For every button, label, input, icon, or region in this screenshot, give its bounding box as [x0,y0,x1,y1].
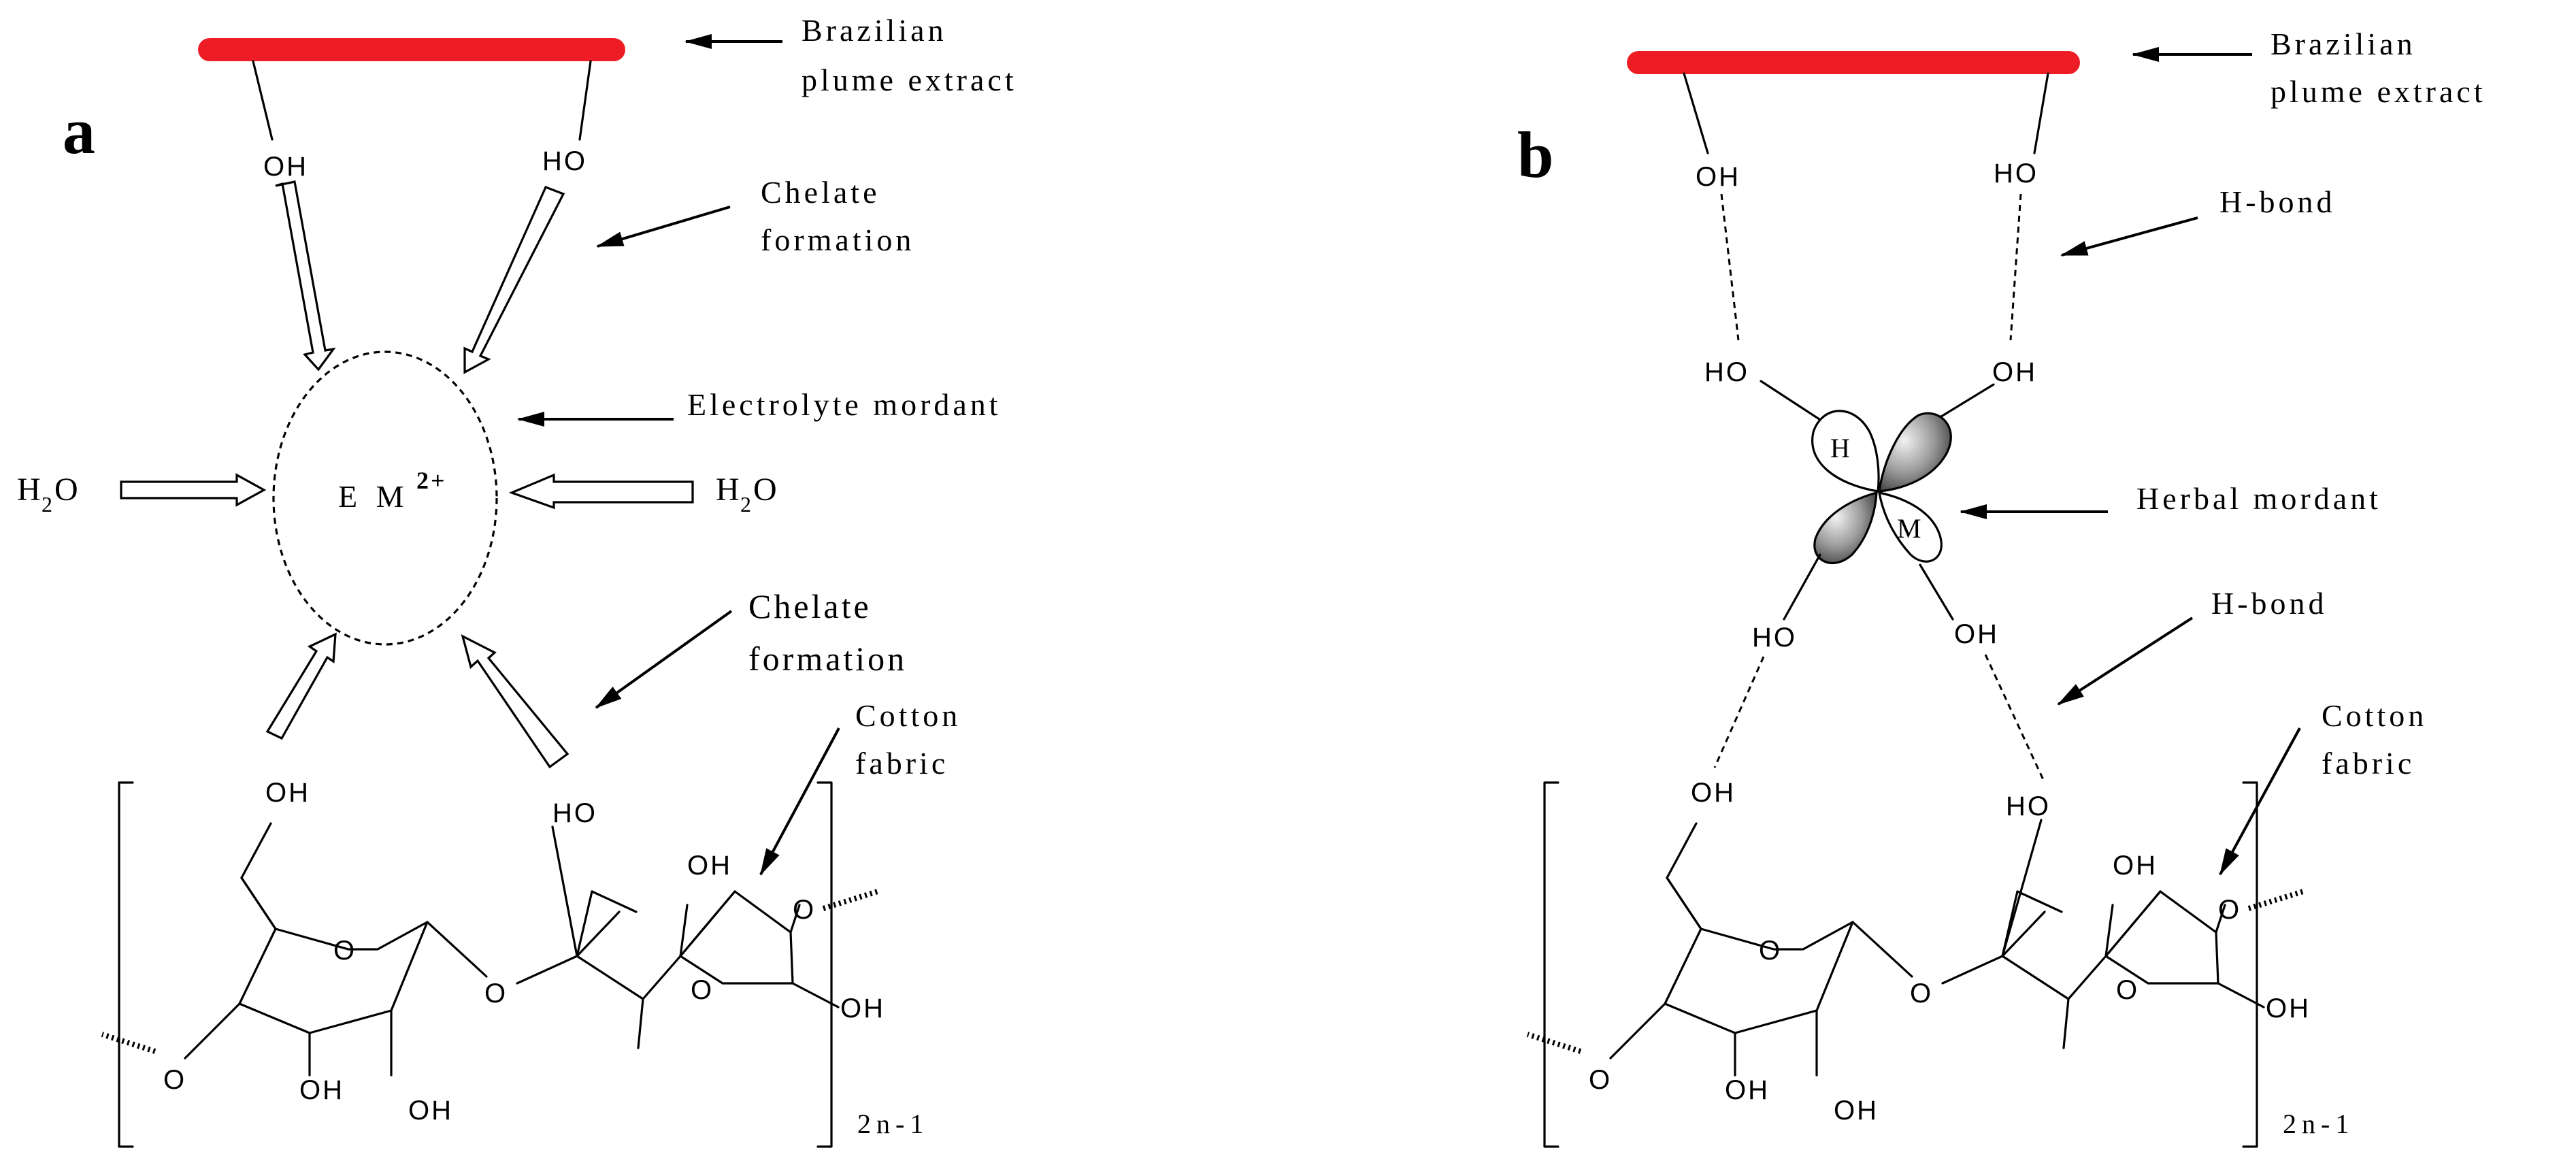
chelate-label-bottom: Chelate formation [748,587,907,678]
repeat-subscript-a: 2n-1 [857,1109,929,1139]
panel-a-label: a [63,95,95,167]
svg-text:Cotton: Cotton [2322,698,2427,733]
cellulose-a: OH HO O O OH O OH OH OH O O 2n-1 [102,778,929,1147]
hbond-label-bottom: H-bond [2211,586,2328,621]
extract-oh-right-a: HO [542,146,587,176]
hollow-arrow-water-left [120,473,267,507]
svg-text:OH: OH [1834,1096,1879,1126]
water-right: H 2 O [716,472,777,516]
svg-text:HO: HO [552,798,597,828]
cotton-label-b: Cotton fabric [2322,698,2427,781]
panel-b: b OH HO Brazilian plume extract H-bond H… [1517,27,2486,1147]
ion-text: E M [338,479,410,514]
extract-label-a: Brazilian plume extract [802,13,1017,97]
svg-text:Herbal mordant: Herbal mordant [2136,481,2381,516]
svg-text:formation: formation [748,640,907,678]
svg-text:O: O [484,979,508,1008]
hbond-bottom-left [1713,656,1765,768]
repeat-subscript-b: 2n-1 [2283,1109,2354,1139]
svg-text:O: O [753,472,777,508]
svg-text:H-bond: H-bond [2219,184,2336,219]
svg-text:Brazilian: Brazilian [802,13,947,48]
svg-text:O: O [54,472,78,508]
svg-text:O: O [793,895,816,925]
cotton-label-a: Cotton fabric [855,698,961,781]
hollow-arrow-cell-left [265,632,337,740]
svg-text:O: O [333,936,357,966]
hbond-top-left [1720,193,1740,341]
svg-text:H: H [716,472,740,508]
mordant-oh-tr: OH [1992,357,2037,387]
svg-text:OH: OH [408,1096,453,1126]
svg-text:OH: OH [687,851,732,881]
hbond-bottom-right [1984,654,2046,783]
hbond-arrow-top [2060,216,2198,257]
extract-oh-right-b: HO [1994,159,2038,188]
svg-text:Cotton: Cotton [855,698,961,733]
svg-text:2: 2 [42,492,52,516]
svg-text:O: O [1910,979,1933,1008]
svg-text:H: H [1830,433,1850,463]
svg-text:OH: OH [1691,778,1736,808]
svg-text:Chelate: Chelate [748,587,872,625]
svg-text:O: O [1759,936,1782,966]
panel-a: a OH HO Brazilian plume extract Chelate … [17,13,1017,1147]
svg-text:M: M [1897,513,1921,544]
svg-text:fabric: fabric [855,746,948,781]
svg-text:plume extract: plume extract [802,63,1017,97]
svg-text:Brazilian: Brazilian [2270,27,2416,61]
extract-oh-left-a: OH [263,152,308,182]
svg-text:plume extract: plume extract [2270,74,2486,109]
svg-text:O: O [163,1065,186,1095]
cotton-arrow-b [2219,727,2301,876]
mordant-oh-br: OH [1954,619,1999,649]
svg-text:O: O [2116,975,2139,1005]
extract-oh-left-b: OH [1696,162,1740,192]
svg-text:OH: OH [299,1075,344,1105]
svg-text:O: O [691,975,714,1005]
svg-text:fabric: fabric [2322,746,2415,781]
hollow-arrow-cell-right [461,634,569,769]
hbond-label-top: H-bond [2219,184,2336,219]
panel-b-label: b [1517,118,1553,191]
mordant-oh-bl: HO [1752,623,1797,653]
hollow-arrow-oh-left [275,180,336,372]
svg-text:O: O [2218,895,2241,925]
electrolyte-mordant-ion [272,350,498,646]
svg-text:OH: OH [2113,851,2158,881]
chelate-arrow-bottom [595,610,733,709]
svg-text:H: H [17,472,41,508]
svg-text:O: O [1589,1065,1612,1095]
hollow-arrow-water-right [508,473,694,510]
ion-charge: 2+ [416,467,447,494]
svg-text:OH: OH [1725,1075,1770,1105]
svg-text:OH: OH [265,778,310,808]
water-left: H 2 O [17,472,78,516]
svg-text:H-bond: H-bond [2211,586,2328,621]
svg-text:2: 2 [740,492,751,516]
cotton-arrow-a [759,727,840,876]
extract-label-b: Brazilian plume extract [2270,27,2486,109]
herbal-label: Herbal mordant [2136,481,2381,516]
svg-text:HO: HO [2006,791,2051,821]
herbal-mordant: H M [1811,410,1952,565]
svg-text:Electrolyte mordant: Electrolyte mordant [687,387,1002,422]
cellulose-b: OH HO O O OH O OH OH OH O O 2n-1 [1528,778,2354,1147]
hbond-arrow-bottom [2057,617,2194,706]
mordant-oh-tl: HO [1704,357,1749,387]
svg-text:Chelate: Chelate [761,175,880,210]
hollow-arrow-oh-right [463,185,565,374]
svg-text:OH: OH [2266,994,2311,1023]
svg-text:OH: OH [840,994,885,1023]
hbond-top-right [2009,193,2022,341]
svg-text:formation: formation [761,223,914,257]
chelate-label-top: Chelate formation [761,175,914,257]
electrolyte-label: Electrolyte mordant [687,387,1002,422]
chelate-arrow-top [596,206,731,248]
